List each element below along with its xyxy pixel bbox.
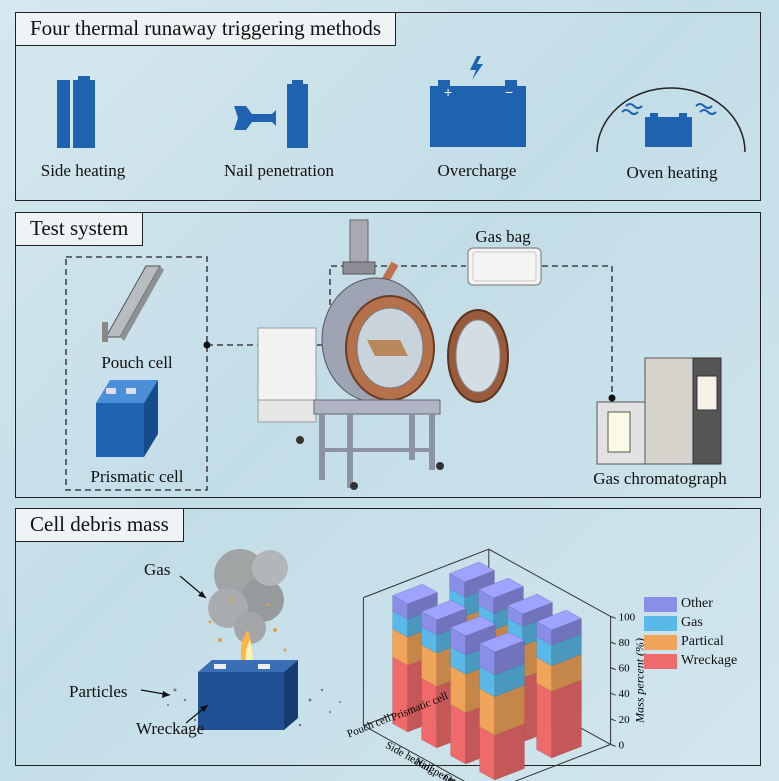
- legend-label-gas: Gas: [681, 615, 703, 630]
- method-label-oven-heating: Oven heating: [626, 163, 718, 182]
- legend-swatch-other: [644, 597, 677, 612]
- method-tick-label: Overcharge: [441, 771, 492, 781]
- legend-label-partical: Partical: [681, 634, 724, 649]
- gas-callout-label: Gas: [144, 560, 171, 579]
- particles-callout-label: Particles: [69, 682, 128, 701]
- legend-swatch-wreckage: [644, 654, 677, 669]
- method-label-overcharge: Overcharge: [437, 161, 517, 180]
- methods-panel: Four thermal runaway triggering methods: [15, 12, 761, 201]
- gas-chromatograph-label: Gas chromatograph: [593, 469, 727, 488]
- debris-panel-title: Cell debris mass: [15, 508, 184, 542]
- method-label-nail-penetration: Nail penetration: [224, 161, 334, 180]
- legend-label-wreckage: Wreckage: [681, 653, 738, 668]
- method-label-side-heating: Side heating: [40, 161, 126, 180]
- prismatic-cell-label: Prismatic cell: [90, 467, 184, 486]
- wreckage-callout-label: Wreckage: [136, 719, 205, 738]
- gas-bag-label: Gas bag: [475, 227, 531, 246]
- debris-panel: Cell debris mass: [15, 508, 761, 766]
- pouch-cell-label: Pouch cell: [101, 353, 173, 372]
- test-system-panel-title: Test system: [15, 212, 144, 246]
- methods-panel-title: Four thermal runaway triggering methods: [15, 12, 397, 46]
- legend-swatch-gas: [644, 616, 677, 631]
- legend-swatch-partical: [644, 635, 677, 650]
- test-system-panel: Test system: [15, 212, 761, 498]
- legend-label-other: Other: [681, 596, 713, 611]
